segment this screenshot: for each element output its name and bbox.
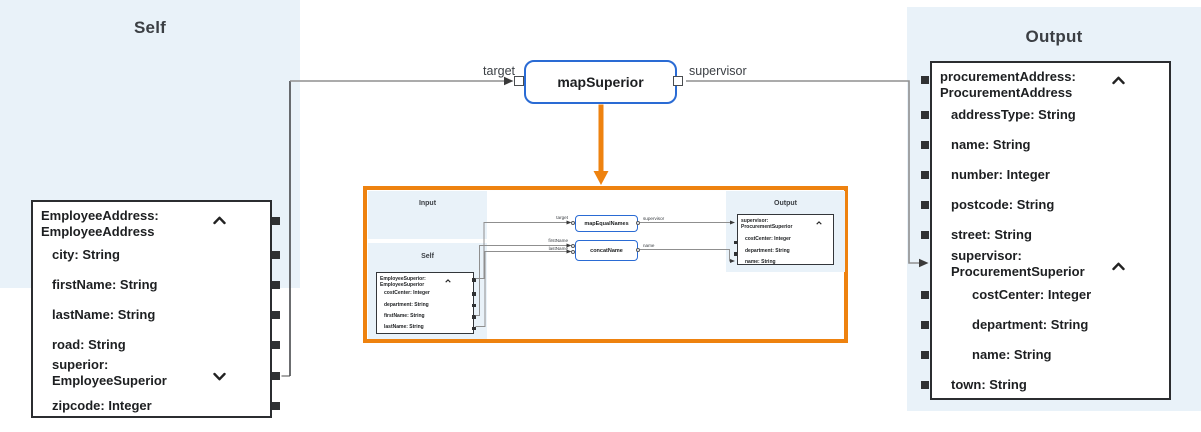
connector-department[interactable] [921, 321, 929, 329]
mini-self-field-box: EmployeeSuperior: EmployeeSuperior costC… [376, 272, 474, 334]
mini-field-department: department: String [745, 247, 790, 254]
connector-lastname[interactable] [272, 311, 280, 319]
connector-zipcode[interactable] [272, 402, 280, 410]
mini-output-group-header: supervisor: ProcurementSuperior [741, 218, 793, 230]
output-port-supervisor[interactable] [673, 76, 683, 86]
mini-port [636, 221, 640, 225]
field-addresstype[interactable]: addressType: String [951, 107, 1076, 122]
field-city[interactable]: city: String [52, 247, 120, 262]
mini-field-name: name: String [745, 259, 776, 265]
connector-name[interactable] [921, 141, 929, 149]
mini-connector [472, 292, 476, 296]
arrowhead-target [504, 76, 514, 86]
mini-port [571, 250, 575, 254]
connector-number[interactable] [921, 171, 929, 179]
field-number[interactable]: number: Integer [951, 167, 1050, 182]
connector-street[interactable] [921, 231, 929, 239]
field-supervisor-group[interactable]: supervisor: ProcurementSuperior [951, 248, 1085, 279]
connector-postcode[interactable] [921, 201, 929, 209]
mini-port [636, 247, 640, 252]
connector-road[interactable] [272, 341, 280, 349]
mini-connector [472, 303, 476, 307]
output-field-box: procurementAddress: ProcurementAddress a… [930, 61, 1171, 400]
mini-connector [472, 278, 476, 282]
field-zipcode[interactable]: zipcode: Integer [52, 398, 152, 413]
mini-self-group-header: EmployeeSuperior: EmployeeSuperior [380, 276, 426, 288]
collapse-chevron-icon[interactable] [1112, 262, 1125, 271]
collapse-chevron-icon[interactable] [213, 216, 226, 225]
mini-port-label-firstname: firstName [548, 238, 568, 243]
connector-town[interactable] [921, 381, 929, 389]
mini-panel-input-title: Input [418, 200, 437, 207]
port-label-supervisor: supervisor [689, 64, 747, 78]
connector-supervisor-name[interactable] [921, 351, 929, 359]
mini-output-field-box: supervisor: ProcurementSuperior costCent… [737, 214, 834, 265]
connector-self-group[interactable] [272, 217, 280, 225]
connector-city[interactable] [272, 251, 280, 259]
mini-connector [472, 315, 476, 319]
mini-field-lastname: lastName: String [384, 324, 424, 330]
mini-port-label-target: target [556, 215, 568, 220]
field-town[interactable]: town: String [951, 377, 1027, 392]
mini-connector [733, 240, 737, 244]
expansion-arrowhead-icon [593, 171, 609, 185]
field-road[interactable]: road: String [52, 337, 126, 352]
mini-collapse-chevron-icon [445, 279, 451, 283]
mini-panel-input: Input [368, 191, 487, 239]
mini-collapse-chevron-icon [816, 221, 822, 225]
field-street[interactable]: street: String [951, 227, 1032, 242]
field-postcode[interactable]: postcode: String [951, 197, 1055, 212]
input-port-target[interactable] [514, 76, 524, 86]
map-superior-node-label: mapSuperior [557, 74, 644, 90]
field-name[interactable]: name: String [951, 137, 1031, 152]
expand-chevron-icon[interactable] [213, 372, 226, 381]
self-field-box: EmployeeAddress: EmployeeAddress city: S… [31, 200, 272, 418]
mini-field-costcenter: costCenter: Integer [384, 290, 430, 296]
mini-panel-self-title: Self [421, 253, 434, 260]
mini-port-label-lastname: lastName [548, 246, 568, 251]
field-department[interactable]: department: String [972, 317, 1089, 332]
collapse-chevron-icon[interactable] [1112, 76, 1125, 85]
connector-superior[interactable] [272, 372, 280, 380]
mini-port [571, 244, 575, 248]
connector-output-group[interactable] [921, 76, 929, 84]
mini-panel-output-title: Output [774, 200, 797, 207]
mini-port-label-name: name [643, 243, 655, 248]
field-firstname[interactable]: firstName: String [52, 277, 158, 292]
panel-output-title: Output [1025, 27, 1083, 46]
output-box-group-header[interactable]: procurementAddress: ProcurementAddress [940, 69, 1076, 100]
nested-mapping-preview[interactable]: Input Self Output EmployeeSuperior: Empl… [363, 186, 848, 343]
mini-connector [472, 326, 476, 330]
mini-connector [733, 252, 737, 256]
mini-port [571, 221, 575, 225]
panel-self-title: Self [134, 18, 166, 37]
connector-costcenter[interactable] [921, 291, 929, 299]
field-superior-group[interactable]: superior: EmployeeSuperior [52, 357, 167, 388]
mini-node-mapequalnames: mapEqualNames [575, 215, 638, 232]
map-superior-node[interactable]: mapSuperior [524, 60, 677, 104]
connector-firstname[interactable] [272, 281, 280, 289]
mini-node-concatname: concatName [575, 240, 638, 261]
field-lastname[interactable]: lastName: String [52, 307, 156, 322]
mini-field-firstname: firstName: String [384, 313, 425, 319]
mini-field-costcenter: costCenter: Integer [745, 236, 791, 242]
field-supervisor-name[interactable]: name: String [972, 347, 1052, 362]
self-box-group-header[interactable]: EmployeeAddress: EmployeeAddress [41, 208, 159, 239]
port-label-target: target [483, 64, 515, 78]
connector-addresstype[interactable] [921, 111, 929, 119]
mini-port-label-supervisor: supervisor [643, 216, 665, 221]
mini-field-department: department: String [384, 301, 429, 308]
field-costcenter[interactable]: costCenter: Integer [972, 287, 1092, 302]
